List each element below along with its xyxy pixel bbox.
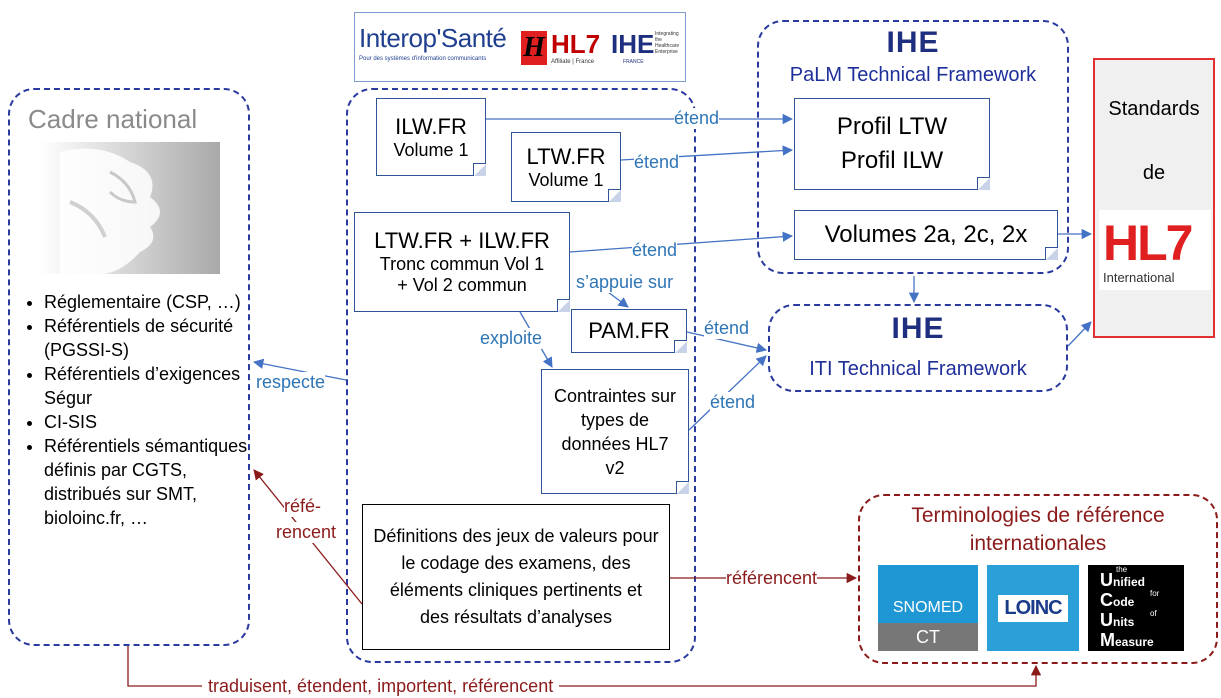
ihe-france-text: FRANCE xyxy=(623,59,644,65)
ucum-the: the xyxy=(1116,565,1128,574)
iti-title: ITI Technical Framework xyxy=(809,358,1027,380)
ihe-small-sub: Integrating the Healthcare Enterprise xyxy=(655,31,680,55)
french-extensions-box xyxy=(346,88,696,663)
doc-pam-fr: PAM.FR xyxy=(571,309,687,353)
doc-common-sub2: + Vol 2 commun xyxy=(397,275,527,295)
h-mark-icon: H xyxy=(521,31,547,65)
loinc-text: LOINC xyxy=(1004,596,1062,619)
doc-ltw-fr: LTW.FR Volume 1 xyxy=(511,132,621,202)
palm-ihe-logo: IHE xyxy=(886,26,940,59)
definitions-box: Définitions des jeux de valeurs pour le … xyxy=(362,504,670,650)
iti-ihe-logo: IHE xyxy=(891,312,945,345)
list-item: CI-SIS xyxy=(44,410,266,434)
hl7-small-sub: Affiliate | France xyxy=(551,59,595,65)
arrow-bottom-path xyxy=(127,646,1042,687)
ucum-u: nified xyxy=(1113,575,1145,589)
label-etend-ltw: étend xyxy=(634,152,680,173)
arrow-pam-iti xyxy=(686,331,768,353)
marianne-icon xyxy=(40,142,220,274)
palm-title: PaLM Technical Framework xyxy=(789,64,1037,86)
terminologies-box: Terminologies de référence international… xyxy=(858,494,1218,664)
list-item: Référentiels d’exigences Ségur xyxy=(44,362,266,410)
label-etend-ilw: étend xyxy=(674,108,720,129)
ucum-m: easure xyxy=(1115,635,1154,649)
ihe-small-text: IHE xyxy=(611,29,655,59)
list-item: Référentiels sémantiques définis par CGT… xyxy=(44,434,266,530)
marianne-portrait xyxy=(40,142,220,274)
snomed-text: SNOMED xyxy=(892,599,964,616)
hl7-logo-sub: International xyxy=(1103,270,1175,285)
interop-sante-text: Interop'Santé xyxy=(359,23,507,53)
ucum-for: for xyxy=(1150,589,1160,598)
hl7-france-logo: H HL7 Affiliate | France xyxy=(521,29,609,71)
hl7-small-text: HL7 xyxy=(551,29,601,59)
doc-ilw-sub: Volume 1 xyxy=(393,139,469,160)
interop-sante-subtitle: Pour des systèmes d'information communic… xyxy=(359,56,487,62)
ucum-of: of xyxy=(1150,609,1157,618)
label-appuie: s’appuie sur xyxy=(576,272,674,293)
arrow-iti-hl7 xyxy=(1067,321,1092,347)
label-etend-contraintes: étend xyxy=(710,392,756,413)
terminologies-title: Terminologies de référence international… xyxy=(911,504,1165,555)
arrow-respecte xyxy=(252,358,347,381)
volumes-text: Volumes 2a, 2c, 2x xyxy=(824,221,1028,248)
cadre-national-box: Cadre national Réglementaire (CSP, …) Ré… xyxy=(8,88,250,646)
label-referencent: référencent xyxy=(726,568,818,589)
label-exploite: exploite xyxy=(480,328,543,349)
list-item: Référentiels de sécurité (PGSSI-S) xyxy=(44,314,266,362)
doc-ilw-title: ILW.FR xyxy=(395,113,467,139)
ucum-c: ode xyxy=(1113,595,1135,609)
cadre-national-title: Cadre national xyxy=(28,104,198,134)
doc-profils: Profil LTW Profil ILW xyxy=(794,98,990,190)
standards-line1: Standards xyxy=(1108,98,1200,120)
doc-ltw-title: LTW.FR xyxy=(526,143,606,169)
list-item: Réglementaire (CSP, …) xyxy=(44,290,266,314)
snomed-ct-logo: SNOMED CT xyxy=(878,565,978,651)
label-referencent-2: rencent xyxy=(276,522,337,543)
doc-volumes: Volumes 2a, 2c, 2x xyxy=(794,210,1058,260)
iti-framework-box: IHE ITI Technical Framework xyxy=(768,304,1068,392)
ihe-france-logo: IHE Integrating the Healthcare Enterpris… xyxy=(611,29,685,73)
cadre-national-list: Réglementaire (CSP, …) Référentiels de s… xyxy=(20,290,266,530)
label-respecte: respecte xyxy=(256,372,326,393)
doc-ltw-sub: Volume 1 xyxy=(528,169,604,190)
profil-ltw-text: Profil LTW xyxy=(836,113,948,140)
doc-common: LTW.FR + ILW.FR Tronc commun Vol 1 + Vol… xyxy=(354,212,570,312)
profil-ilw-text: Profil ILW xyxy=(840,147,944,174)
arrow-common-volumes xyxy=(569,231,794,253)
ucum-logo: Unified Code Units Measure the for of xyxy=(1088,565,1184,651)
standards-hl7-box: Standards de HL7 International xyxy=(1093,58,1215,338)
label-etend-pam: étend xyxy=(704,318,750,339)
standards-line2: de xyxy=(1142,162,1166,184)
hl7-logo-text: HL7 xyxy=(1103,215,1193,271)
label-etend-common: étend xyxy=(632,240,678,261)
doc-common-sub1: Tronc commun Vol 1 xyxy=(379,254,545,274)
doc-ilw-fr: ILW.FR Volume 1 xyxy=(376,98,486,176)
label-bottom: traduisent, étendent, importent, référen… xyxy=(202,676,560,697)
logo-strip: Interop'Santé Pour des systèmes d'inform… xyxy=(354,12,686,82)
ucum-un: nits xyxy=(1113,615,1135,629)
snomed-ct-text: CT xyxy=(916,626,940,647)
doc-pam-title: PAM.FR xyxy=(588,318,670,343)
loinc-logo: LOINC xyxy=(987,565,1079,651)
interop-sante-logo: Interop'Santé Pour des systèmes d'inform… xyxy=(359,23,517,62)
palm-framework-box: IHE PaLM Technical Framework xyxy=(757,20,1069,274)
hl7-international-logo: HL7 International xyxy=(1099,210,1211,290)
doc-contraintes-text: Contraintes sur types de données HL7 v2 xyxy=(553,385,677,478)
definitions-text: Définitions des jeux de valeurs pour le … xyxy=(373,526,659,627)
label-referencent-1: réfé- xyxy=(284,496,322,517)
doc-common-title: LTW.FR + ILW.FR xyxy=(374,228,550,253)
doc-contraintes: Contraintes sur types de données HL7 v2 xyxy=(541,369,689,494)
